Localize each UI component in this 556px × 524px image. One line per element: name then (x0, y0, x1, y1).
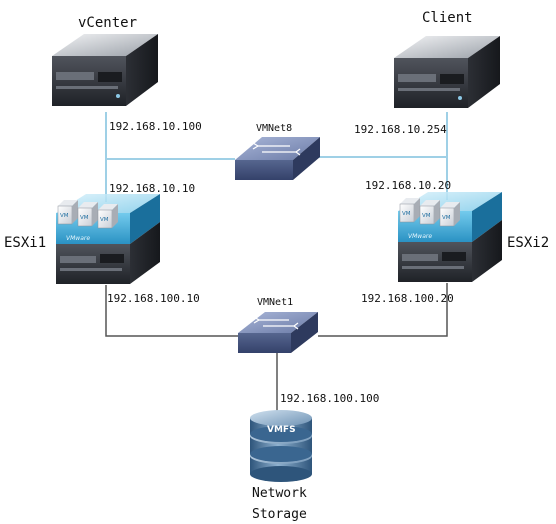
esxi2-storage-ip: 192.168.100.20 (361, 292, 454, 305)
esxi2-brand: VMware (408, 233, 432, 240)
client-label: Client (422, 10, 473, 26)
esxi1-vm-icons: VM VM VM (57, 200, 118, 229)
vmnet8-label: VMNet8 (256, 123, 292, 134)
esxi1-mgmt-ip: 192.168.10.10 (109, 182, 195, 195)
vm-label: VM (60, 213, 69, 219)
esxi1-label: ESXi1 (4, 235, 46, 251)
storage-label-line1: Network (252, 486, 307, 501)
esxi1-brand: VMware (66, 235, 90, 242)
vmnet1-switch-icon (238, 312, 318, 353)
storage-label-line2: Storage (252, 507, 307, 522)
esxi2-mgmt-ip: 192.168.10.20 (365, 179, 451, 192)
vm-label: VM (422, 213, 431, 219)
esxi2-server-icon (398, 192, 502, 282)
client-server-icon (394, 36, 500, 108)
esxi1-storage-ip: 192.168.100.10 (107, 292, 200, 305)
esxi2-vm-icons: VM VM VM (399, 198, 460, 227)
vcenter-server-icon (52, 34, 158, 106)
vmnet1-label: VMNet1 (257, 297, 293, 308)
vm-icon (77, 202, 98, 227)
link-esxi1-vmnet1 (105, 285, 238, 337)
vm-icon (439, 202, 460, 227)
vm-label: VM (402, 211, 411, 217)
esxi1-server-icon (56, 194, 160, 284)
vm-label: VM (442, 215, 451, 221)
esxi2-label: ESXi2 (507, 235, 549, 251)
storage-disk-label: VMFS (267, 425, 296, 435)
vcenter-ip: 192.168.10.100 (109, 120, 202, 133)
vm-icon (399, 198, 420, 223)
vm-icon (419, 200, 440, 225)
storage-ip: 192.168.100.100 (280, 392, 379, 405)
vm-icon (97, 204, 118, 229)
link-esxi2-vmnet1 (318, 283, 448, 337)
vcenter-label: vCenter (78, 15, 137, 31)
vm-label: VM (100, 217, 109, 223)
vm-icon (57, 200, 78, 225)
vmnet1-links (105, 283, 448, 412)
client-ip: 192.168.10.254 (354, 123, 447, 136)
vm-label: VM (80, 215, 89, 221)
vmnet8-switch-icon (235, 137, 320, 180)
network-storage-icon (250, 410, 312, 482)
